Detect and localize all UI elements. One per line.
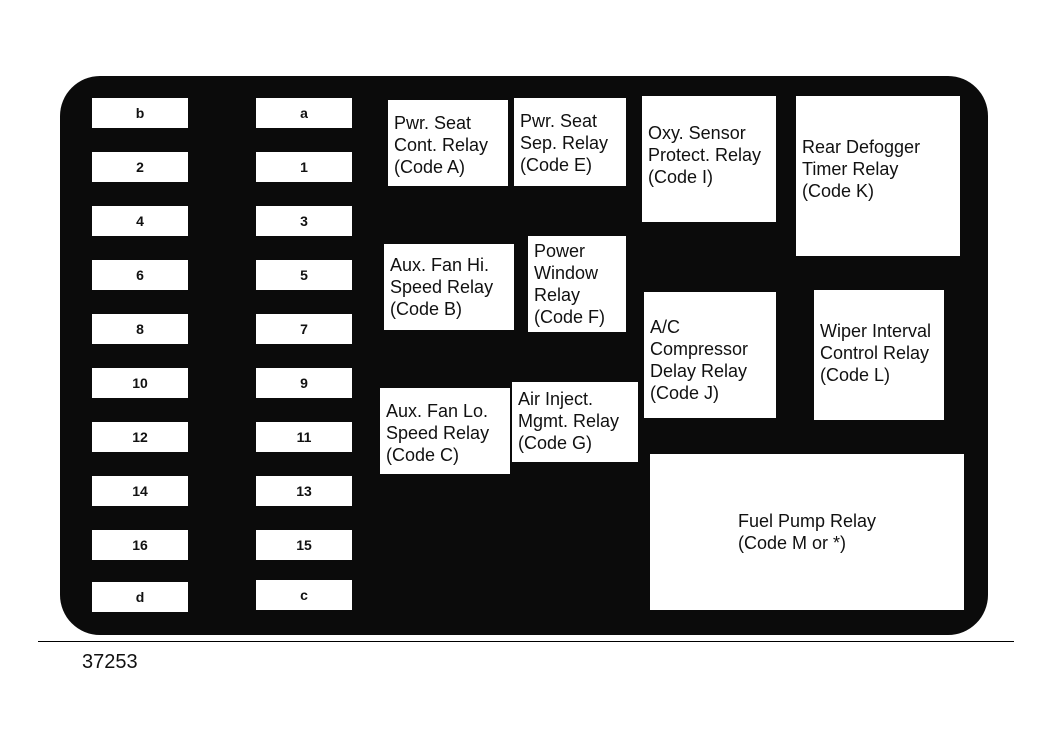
fuse-7: 7 <box>256 314 352 344</box>
fuse-2: 2 <box>92 152 188 182</box>
fuse-14: 14 <box>92 476 188 506</box>
fuse-c: c <box>256 580 352 610</box>
relay-ac-compressor: A/C Compressor Delay Relay (Code J) <box>644 292 776 418</box>
fuse-a: a <box>256 98 352 128</box>
fuse-6: 6 <box>92 260 188 290</box>
fuse-10: 10 <box>92 368 188 398</box>
relay-fuel-pump: Fuel Pump Relay (Code M or *) <box>650 454 964 610</box>
relay-wiper-interval: Wiper Interval Control Relay (Code L) <box>814 290 944 420</box>
fuse-3: 3 <box>256 206 352 236</box>
relay-aux-fan-hi: Aux. Fan Hi. Speed Relay (Code B) <box>384 244 514 330</box>
fuse-9: 9 <box>256 368 352 398</box>
relay-pwr-seat-cont: Pwr. Seat Cont. Relay (Code A) <box>388 100 508 186</box>
figure-number: 37253 <box>82 651 138 673</box>
fuse-1: 1 <box>256 152 352 182</box>
fuse-13: 13 <box>256 476 352 506</box>
fuse-block-panel: b 2 4 6 8 10 12 14 16 d a 1 3 5 7 9 11 1… <box>60 76 988 635</box>
relay-rear-defogger: Rear Defogger Timer Relay (Code K) <box>796 96 960 256</box>
fuse-16: 16 <box>92 530 188 560</box>
fuse-d: d <box>92 582 188 612</box>
caption-rule <box>38 641 1014 642</box>
relay-aux-fan-lo: Aux. Fan Lo. Speed Relay (Code C) <box>380 388 510 474</box>
relay-power-window: Power Window Relay (Code F) <box>528 236 626 332</box>
relay-fuel-pump-label: Fuel Pump Relay (Code M or *) <box>737 511 877 553</box>
fuse-8: 8 <box>92 314 188 344</box>
relay-air-inject: Air Inject. Mgmt. Relay (Code G) <box>512 382 638 462</box>
fuse-b: b <box>92 98 188 128</box>
fuse-5: 5 <box>256 260 352 290</box>
fuse-4: 4 <box>92 206 188 236</box>
fuse-15: 15 <box>256 530 352 560</box>
relay-oxy-sensor: Oxy. Sensor Protect. Relay (Code I) <box>642 96 776 222</box>
relay-pwr-seat-sep: Pwr. Seat Sep. Relay (Code E) <box>514 98 626 186</box>
fuse-12: 12 <box>92 422 188 452</box>
fuse-11: 11 <box>256 422 352 452</box>
